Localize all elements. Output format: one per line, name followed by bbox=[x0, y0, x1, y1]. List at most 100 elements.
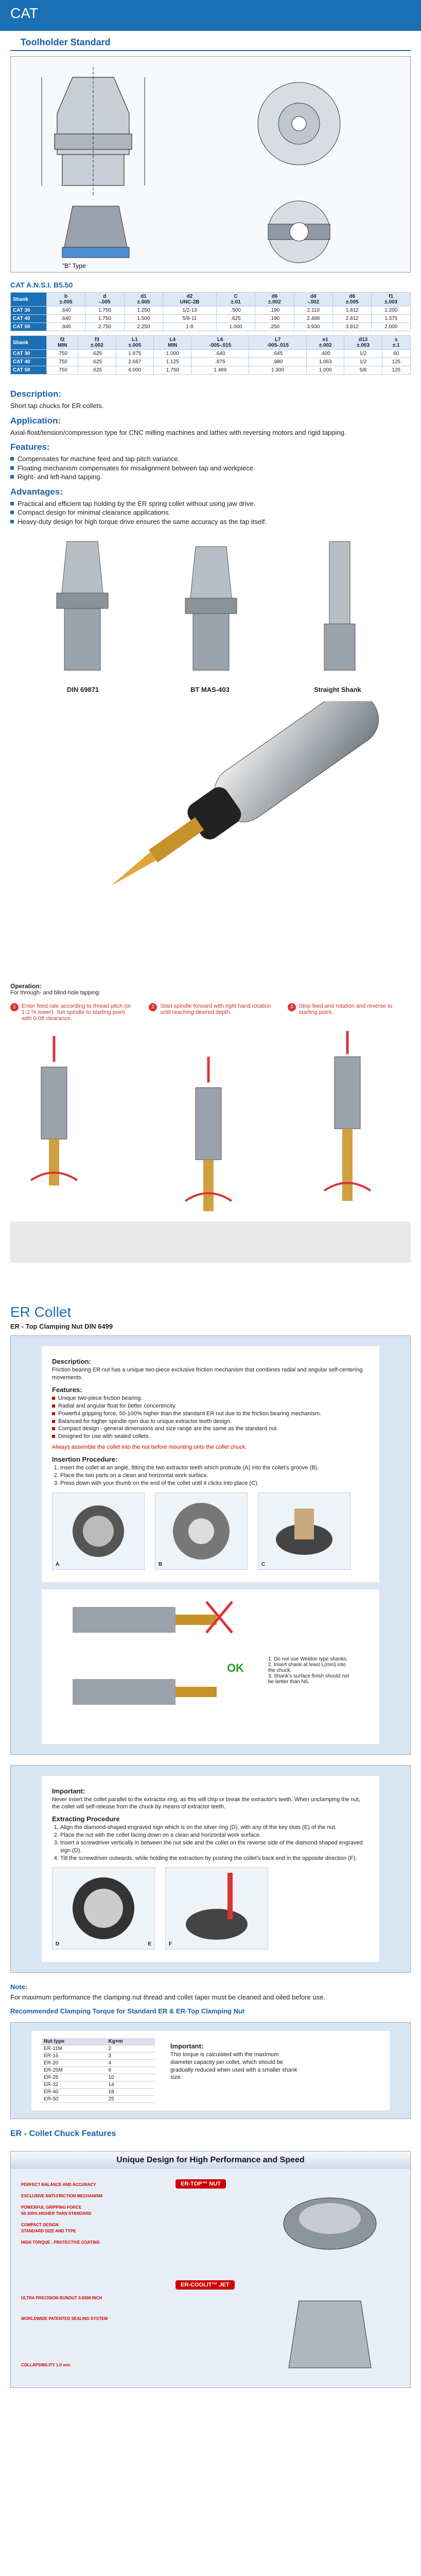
application-heading: Application: bbox=[10, 415, 61, 426]
ok-label: OK bbox=[227, 1661, 244, 1674]
text-content: Description: Short tap chucks for ER col… bbox=[0, 379, 421, 531]
advantages-list: Practical and efficient tap holding by t… bbox=[10, 499, 411, 527]
list-item: Floating mechanism compensates for misal… bbox=[10, 464, 411, 473]
step-3: 3 Stop feed and rotation and reverse to … bbox=[287, 1003, 411, 1022]
list-item: Press down with your thumb on the end of… bbox=[60, 1480, 369, 1487]
er-features-list: Unique two-piece friction bearing. Radia… bbox=[52, 1395, 369, 1440]
ok-illustration bbox=[73, 1600, 233, 1705]
spec2-col: L1±.005 bbox=[115, 335, 154, 350]
spec2-col: L6-005-.015 bbox=[191, 335, 250, 350]
steps-svg bbox=[10, 1031, 411, 1263]
spec2-col: d13±.003 bbox=[344, 335, 382, 350]
features-list: Compensates for machine feed and tap pit… bbox=[10, 454, 411, 482]
list-item: Tilt the screwdriver outwards, while hol… bbox=[60, 1855, 369, 1862]
list-item: Powerful gripping force, 50-100% higher … bbox=[52, 1410, 369, 1418]
ok-notes: 1. Do not use Weldon type shanks. 2. Ins… bbox=[268, 1656, 349, 1685]
er-inner-ok: OK 1. Do not use Weldon type shanks. 2. … bbox=[42, 1589, 379, 1744]
spec1-col: d6±.002 bbox=[255, 292, 294, 307]
photo-svg bbox=[111, 689, 379, 886]
b-type-view bbox=[62, 206, 130, 258]
application-text: Axial-float/tension/compression type for… bbox=[10, 428, 346, 436]
tap-chuck-photo bbox=[10, 689, 411, 979]
spec1-col: C±.01 bbox=[216, 292, 256, 307]
step-3-image bbox=[323, 1031, 372, 1201]
step-illustrations bbox=[10, 1026, 411, 1294]
er-desc-heading: Description: bbox=[52, 1358, 91, 1366]
bt-holder-image bbox=[185, 546, 237, 671]
din-holder-image bbox=[56, 541, 109, 671]
table-row: CAT 40 .640 1.750 1.500 5/8-11 .625 .190… bbox=[10, 314, 411, 323]
important-text: Never insert the collet parallel to the … bbox=[52, 1796, 360, 1810]
er-subtitle: ER - Top Clamping Nut DIN 6499 bbox=[10, 1323, 113, 1331]
spec1-col: d6±.005 bbox=[332, 292, 372, 307]
list-item: Align the diamond-shaped engraved sign w… bbox=[60, 1824, 369, 1832]
step-text: Stop feed and rotation and reverse to st… bbox=[299, 1003, 393, 1016]
insert-list: Insert the collet at an angle, fitting t… bbox=[52, 1464, 369, 1487]
list-item: Place the two parts on a clean and horiz… bbox=[60, 1472, 369, 1480]
table-row: CAT 30 .640 1.750 1.250 1/2-13 .500 .190… bbox=[10, 306, 411, 315]
note-heading: Note: bbox=[10, 1983, 28, 1991]
list-item: Compensates for machine feed and tap pit… bbox=[10, 454, 411, 464]
spec1-shank-header: Shank bbox=[10, 292, 47, 307]
end-view-bottom bbox=[268, 200, 330, 263]
end-view-top bbox=[257, 82, 341, 165]
spec2-col: L7-005-.015 bbox=[249, 335, 307, 350]
er-feat-heading: Features: bbox=[52, 1386, 82, 1394]
chuck-features-head: Unique Design for High Performance and S… bbox=[11, 2151, 410, 2169]
insert-image-b: B bbox=[155, 1492, 248, 1570]
page-title: CAT bbox=[10, 5, 38, 21]
er-title: ER Collet bbox=[10, 1304, 72, 1320]
table-row: CAT 40 .750 .625 2.687 1.125 .875 .980 1… bbox=[10, 358, 411, 366]
drawing-svg: "B" Type bbox=[41, 67, 341, 269]
operation-heading: Operation: bbox=[10, 982, 42, 990]
torque-note: Important: This torque is calculated wit… bbox=[170, 2042, 297, 2081]
step-1: 1 Enter feed rate according to thread pi… bbox=[10, 1003, 133, 1022]
step-2-image bbox=[184, 1057, 233, 1212]
insert-images: A B C bbox=[52, 1492, 369, 1570]
list-item: Practical and efficient tap holding by t… bbox=[10, 499, 411, 509]
step-number: 2 bbox=[149, 1003, 157, 1012]
holder-images: DIN 69871 BT MAS-403 Straight Shank bbox=[10, 531, 411, 701]
extract-image-de: D E bbox=[52, 1867, 155, 1950]
holder-svg bbox=[56, 541, 356, 671]
er-inner-2: Important: Never insert the collet paral… bbox=[42, 1775, 379, 1962]
insert-image-a: A bbox=[52, 1492, 145, 1570]
spec1-col: f1±.003 bbox=[371, 292, 411, 307]
er-inner-1: Description: Friction bearing ER nut has… bbox=[42, 1346, 379, 1582]
toolholder-title: Toolholder Standard bbox=[10, 31, 411, 51]
er-top-badge: ER-TOP™ NUT bbox=[176, 2179, 226, 2189]
straight-shank-image bbox=[324, 541, 356, 671]
list-item: Place the nut with the collet facing dow… bbox=[60, 1832, 369, 1839]
description-text: Short tap chucks for ER collets. bbox=[10, 402, 104, 410]
extract-images: D E F bbox=[52, 1867, 369, 1950]
list-item: Radial and angular float for better conc… bbox=[52, 1402, 369, 1410]
chuck-features-svg bbox=[283, 2197, 377, 2368]
spec2-col: f3±.002 bbox=[78, 335, 116, 350]
description-heading: Description: bbox=[10, 389, 62, 399]
top-header: CAT bbox=[0, 0, 421, 31]
note-section: Note: For maximum performance the clampi… bbox=[0, 1973, 421, 2022]
list-item: Right- and left-hand tapping. bbox=[10, 472, 411, 482]
list-item: Insert a screwdriver vertically in betwe… bbox=[60, 1839, 369, 1855]
spec1-col: d-.005 bbox=[85, 292, 125, 307]
holder-label-din: DIN 69871 bbox=[67, 686, 99, 694]
operation-subtitle: For through- and blind-hole tapping: bbox=[10, 990, 100, 996]
er-panel: Description: Friction bearing ER nut has… bbox=[10, 1335, 411, 1755]
chuck-features-section: ER - Collet Chuck Features bbox=[0, 2119, 421, 2146]
important-heading: Important: bbox=[52, 1787, 85, 1795]
spec2-col: s±.1 bbox=[381, 335, 411, 350]
holder-label-bt: BT MAS-403 bbox=[190, 686, 230, 694]
